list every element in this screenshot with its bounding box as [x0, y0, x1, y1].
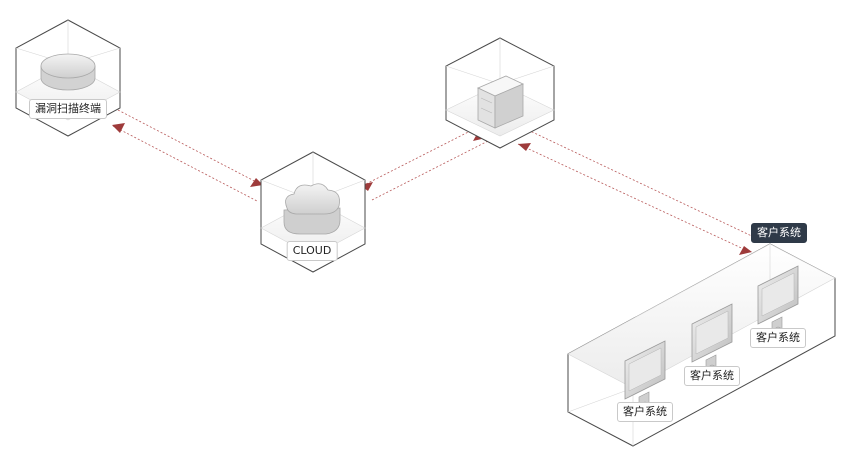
links — [112, 109, 757, 253]
link-scanner-cloud-b — [112, 125, 258, 202]
arrow-to-client-group — [739, 246, 752, 255]
link-cloud-server-a — [365, 123, 485, 185]
cloud-icon — [283, 183, 341, 235]
arrows — [112, 123, 752, 255]
link-server-clients-b — [527, 129, 757, 239]
client-group-label: 客户系统 — [751, 223, 807, 243]
server-node[interactable] — [445, 37, 555, 149]
server-icon — [477, 75, 524, 129]
link-server-clients-a — [517, 143, 751, 253]
link-scanner-cloud-a — [117, 109, 263, 186]
arrow-to-scanner — [112, 123, 125, 133]
scanner-label: 漏洞扫描终端 — [29, 99, 107, 119]
cloud-label: CLOUD — [286, 241, 338, 261]
client-label: 客户系统 — [617, 402, 673, 422]
disk-device-icon — [40, 53, 96, 91]
client-label: 客户系统 — [750, 328, 806, 348]
arrow-to-server-right — [518, 143, 531, 151]
arrow-to-cloud-left — [250, 178, 263, 187]
client-label: 客户系统 — [684, 366, 740, 386]
link-cloud-server-b — [371, 139, 491, 201]
